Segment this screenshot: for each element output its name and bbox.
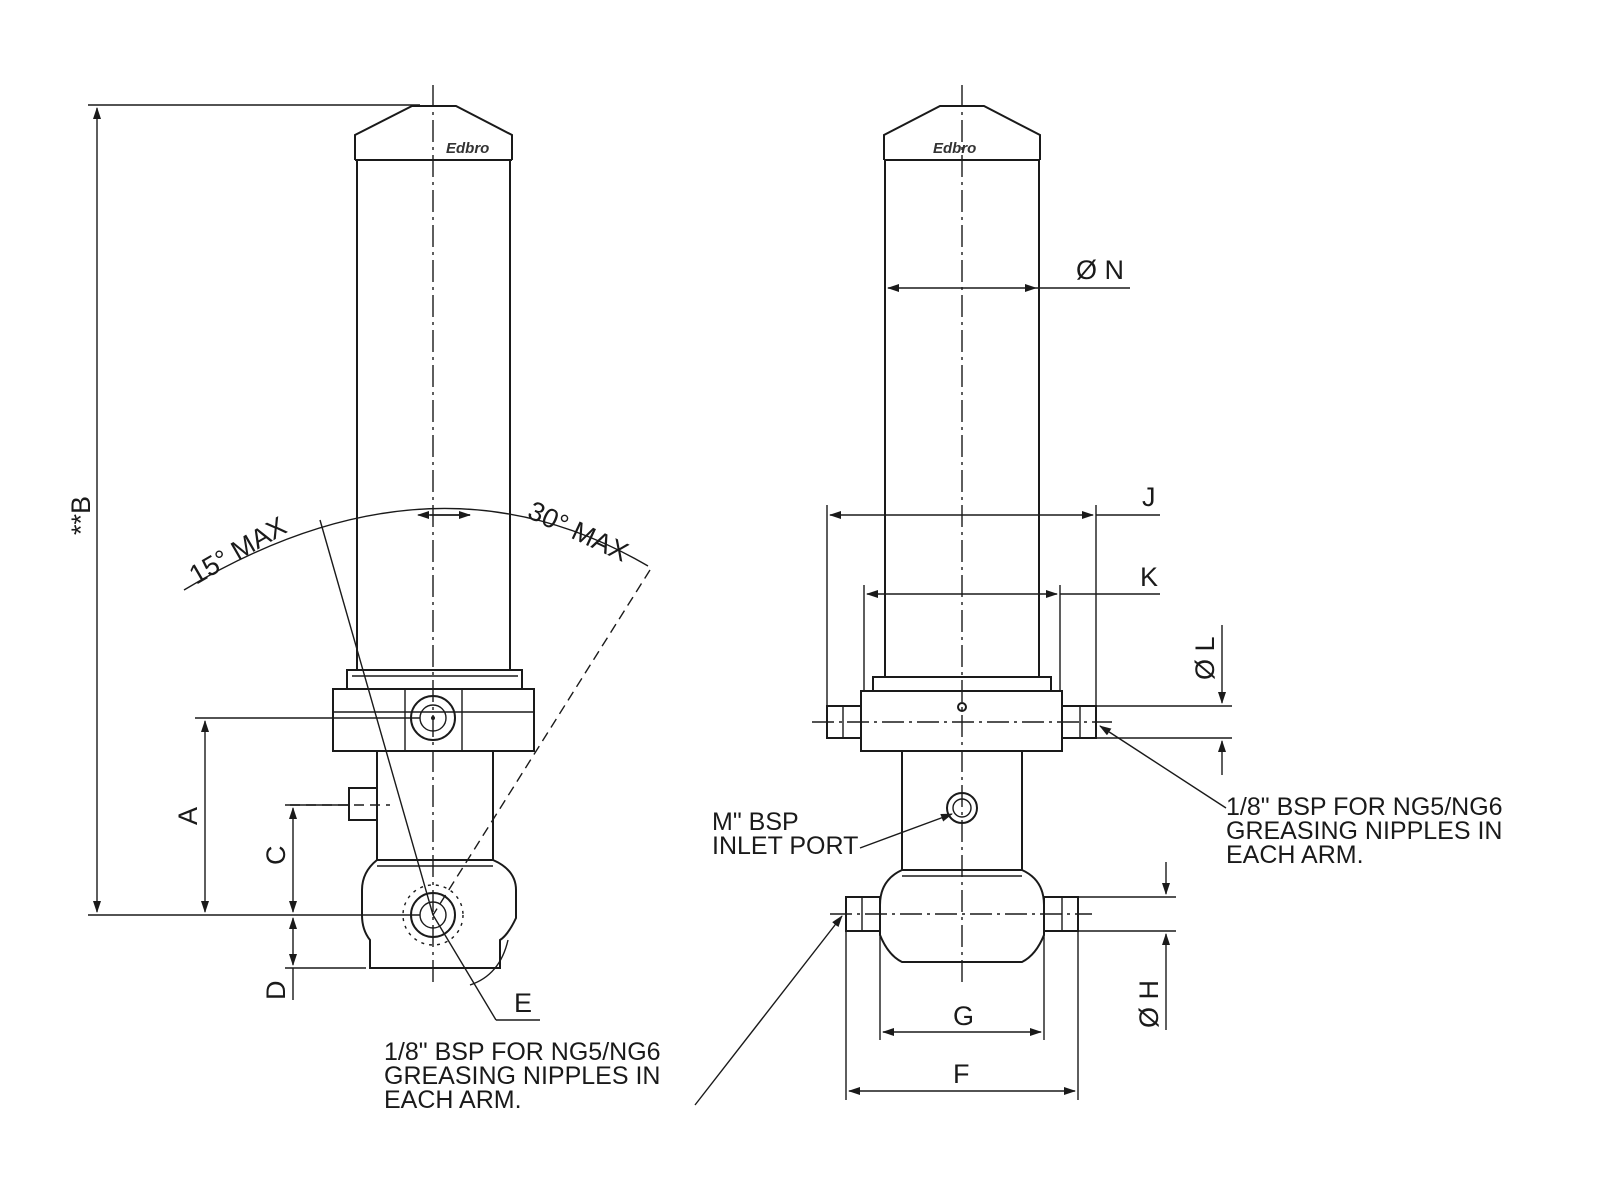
front-greasing-note: 1/8" BSP FOR NG5/NG6 GREASING NIPPLES IN… bbox=[1226, 793, 1510, 869]
side-grease-leader bbox=[694, 915, 843, 1106]
front-brand-logo: Edbro bbox=[933, 140, 976, 157]
side-greasing-note: 1/8" BSP FOR NG5/NG6 GREASING NIPPLES IN… bbox=[384, 1038, 668, 1114]
dim-N-label: Ø N bbox=[1076, 255, 1124, 285]
dim-H-label: Ø H bbox=[1134, 980, 1164, 1028]
dim-L-label: Ø L bbox=[1190, 636, 1220, 680]
dim-F-label: F bbox=[953, 1059, 970, 1089]
front-view: Edbro Ø N bbox=[694, 85, 1510, 1106]
dim-G-label: G bbox=[953, 1001, 974, 1031]
front-upper-arm-right bbox=[1061, 705, 1097, 739]
inlet-leader bbox=[859, 813, 953, 849]
side-cap bbox=[354, 105, 513, 160]
dim-E-label: E bbox=[514, 988, 532, 1018]
front-cap bbox=[883, 105, 1041, 160]
angle-15-label: 15° MAX bbox=[184, 511, 292, 590]
dim-B-label: **B bbox=[66, 496, 96, 535]
front-inlet-port bbox=[946, 792, 978, 824]
angle-30-label: 30° MAX bbox=[523, 495, 633, 567]
side-brand-logo: Edbro bbox=[446, 140, 489, 157]
side-inlet-boss bbox=[348, 787, 378, 821]
dim-E-leader bbox=[432, 914, 497, 1021]
inlet-port-note: M" BSP INLET PORT bbox=[712, 808, 858, 860]
dim-C-label: C bbox=[261, 846, 291, 866]
dim-J-label: J bbox=[1142, 482, 1156, 512]
angle-limit-right bbox=[432, 569, 651, 916]
dim-D-label: D bbox=[261, 981, 291, 1001]
side-collar bbox=[346, 669, 523, 690]
side-lower-mount bbox=[361, 859, 517, 969]
front-grease-leader-right bbox=[1099, 725, 1227, 809]
dim-A-label: A bbox=[173, 807, 203, 825]
front-lower-mount bbox=[879, 869, 1045, 963]
side-view: Edbro 15° MAX 30° MA bbox=[66, 85, 668, 1114]
dim-K-label: K bbox=[1140, 562, 1158, 592]
swing-arc bbox=[183, 507, 649, 591]
